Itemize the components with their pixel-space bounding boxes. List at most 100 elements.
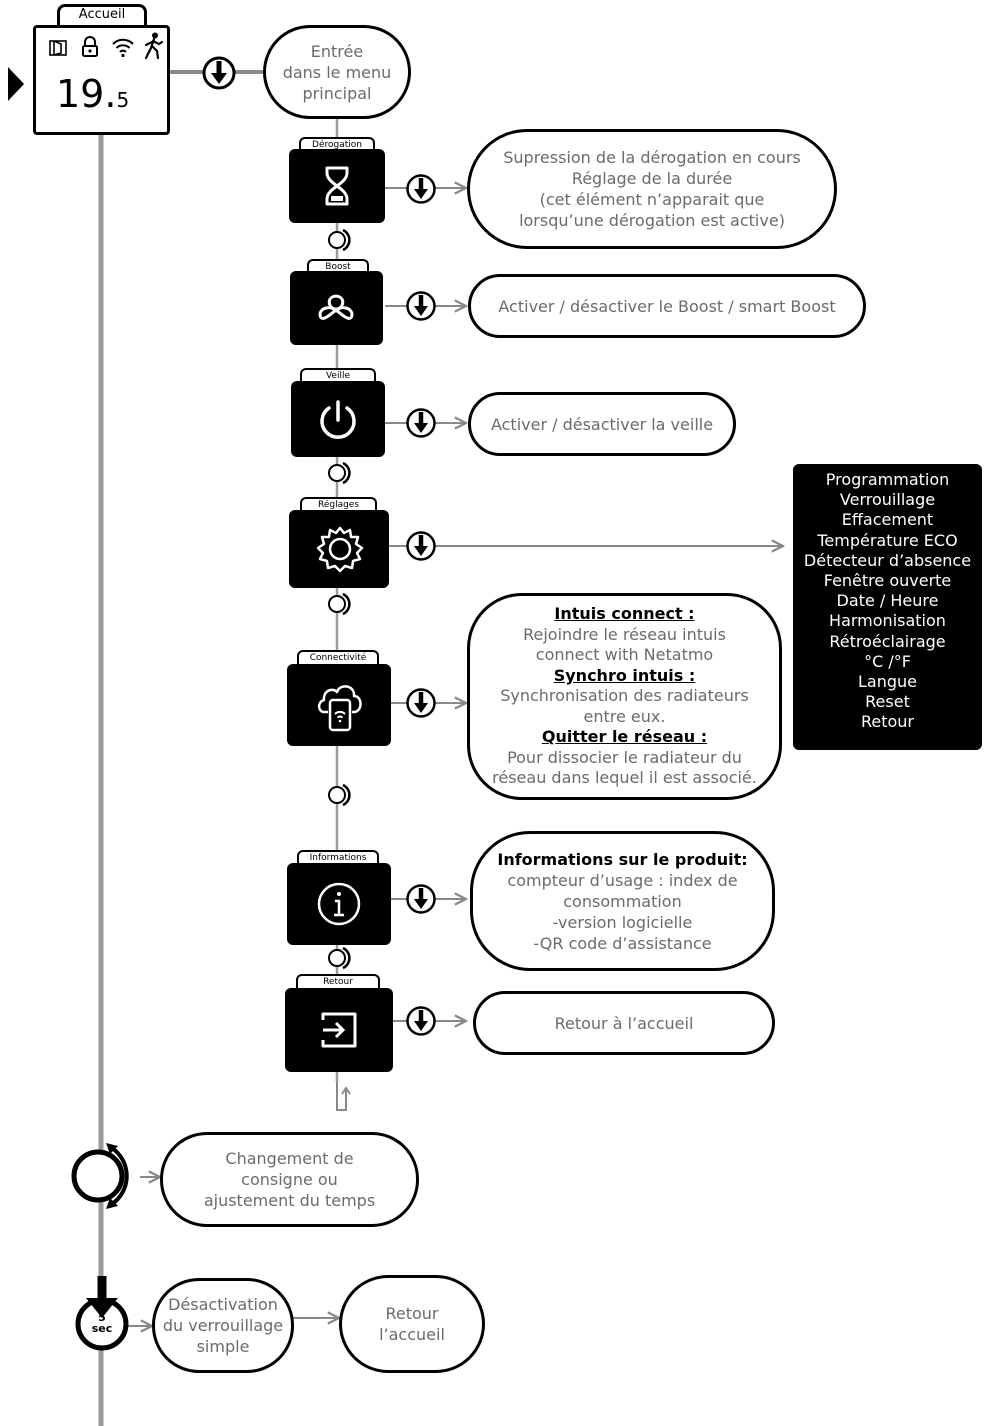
informations-line-1: compteur d’usage : index de (507, 870, 738, 890)
boost-block[interactable] (290, 271, 383, 345)
home-temperature: 19.5 (56, 72, 166, 122)
wifi-icon (112, 38, 134, 58)
veille-tab: Veille (300, 368, 376, 383)
settings-item: Reset (865, 692, 910, 712)
press-knob-icon (406, 174, 436, 204)
connect-line-4: entre eux. (583, 706, 666, 726)
rotate-knob-icon (71, 1143, 129, 1209)
home-screen[interactable]: 19.5 (33, 25, 170, 135)
temperature-decimal: 5 (116, 88, 130, 112)
derogation-tab: Dérogation (299, 137, 375, 151)
return-home-line-2: l’accueil (379, 1325, 445, 1344)
veille-block[interactable] (291, 381, 385, 457)
connect-heading-2: Synchro intuis : (553, 665, 696, 685)
informations-line-2: consommation (563, 891, 682, 911)
lock-deactivation-line-3: simple (196, 1337, 250, 1356)
consigne-line-3: ajustement du temps (203, 1191, 376, 1210)
derogation-tab-label: Dérogation (312, 140, 362, 150)
reglages-block[interactable] (289, 510, 389, 588)
derogation-line-3: (cet élément n’apparait que (539, 190, 765, 209)
retour-bubble: Retour à l’accueil (473, 991, 775, 1055)
connectivite-block[interactable] (287, 664, 391, 746)
settings-item: Effacement (841, 510, 934, 530)
presence-detector-icon (144, 32, 164, 60)
informations-line-3: -version logicielle (552, 912, 693, 932)
derogation-line-2: Réglage de la durée (571, 169, 733, 188)
press-knob-icon (406, 531, 436, 561)
exit-icon (321, 1012, 357, 1048)
settings-item: Langue (858, 672, 917, 692)
veille-line: Activer / désactiver la veille (490, 414, 714, 434)
rotate-knob-small-icon (328, 946, 351, 970)
settings-item: Rétroéclairage (829, 631, 946, 651)
retour-tab-label: Retour (323, 977, 353, 987)
connect-heading-3: Quitter le réseau : (541, 727, 708, 747)
connect-heading-1: Intuis connect : (554, 604, 695, 624)
lock-deactivation-bubble: Désactivation du verrouillage simple (152, 1278, 294, 1373)
lock-deactivation-line-2: du verrouillage (162, 1316, 284, 1335)
settings-item: Retour (860, 712, 915, 732)
power-icon (320, 400, 356, 439)
settings-item: Température ECO (817, 530, 958, 550)
derogation-line-1: Supression de la dérogation en cours (503, 148, 801, 167)
press-knob-icon (406, 884, 436, 914)
info-icon (317, 882, 361, 926)
reglages-tab: Réglages (300, 497, 377, 512)
settings-item: °C /°F (864, 651, 911, 671)
press-knob-icon (406, 688, 436, 718)
rotate-knob-small-icon (328, 592, 351, 616)
return-home-bubble: Retour l’accueil (339, 1275, 485, 1373)
connect-line-3: Synchronisation des radiateurs (500, 686, 749, 706)
derogation-bubble: Supression de la dérogation en cours Rég… (467, 129, 837, 249)
retour-block[interactable] (285, 988, 393, 1072)
return-loop-arrow (341, 1086, 351, 1095)
press-knob-icon (202, 56, 236, 90)
settings-list: Programmation Verrouillage Effacement Te… (793, 464, 982, 750)
connect-line-1: Rejoindre le réseau intuis (523, 624, 726, 644)
home-tab-label: Accueil (78, 7, 126, 22)
rotate-knob-small-icon (328, 783, 351, 807)
press-knob-icon (406, 291, 436, 321)
derogation-block[interactable] (289, 149, 385, 223)
consigne-bubble: Changement de consigne ou ajustement du … (160, 1132, 419, 1227)
boost-tab: Boost (307, 259, 369, 273)
rotate-knob-small-icon (328, 228, 351, 252)
connectivite-tab: Connectivité (297, 650, 379, 666)
main-menu-entry-line-1: Entrée (310, 41, 364, 61)
retour-line: Retour à l’accueil (554, 1013, 694, 1033)
connect-line-5: Pour dissocier le radiateur du (507, 747, 742, 767)
main-menu-entry-bubble: Entrée dans le menu principal (263, 25, 411, 119)
long-press-unit: sec (91, 1322, 113, 1335)
main-menu-entry-line-3: principal (302, 83, 372, 103)
press-knob-icon (406, 1006, 436, 1036)
informations-line-4: -QR code d’assistance (533, 933, 712, 953)
long-press-number: 5 (98, 1311, 106, 1324)
connect-line-2: connect with Netatmo (535, 645, 714, 665)
long-press-icon (75, 1276, 129, 1351)
informations-heading: Informations sur le produit: (497, 849, 748, 869)
home-tab: Accueil (57, 4, 147, 28)
lock-deactivation-line-1: Désactivation (168, 1295, 278, 1314)
gear-icon (316, 526, 364, 573)
settings-item: Fenêtre ouverte (823, 571, 952, 591)
hourglass-icon (325, 166, 349, 206)
temperature-main: 19. (56, 72, 117, 116)
settings-item: Harmonisation (829, 611, 946, 631)
cloud-phone-icon (317, 685, 362, 732)
window-open-icon (49, 40, 67, 56)
selection-pointer-icon (8, 67, 24, 101)
settings-item: Programmation (825, 470, 950, 489)
informations-tab-label: Informations (309, 853, 367, 863)
boost-line: Activer / désactiver le Boost / smart Bo… (498, 296, 836, 316)
boost-tab-label: Boost (325, 262, 351, 272)
derogation-line-4: lorsqu’une dérogation est active) (519, 211, 785, 230)
main-menu-entry-line-2: dans le menu (282, 62, 392, 82)
settings-item: Détecteur d’absence (803, 550, 972, 570)
return-home-line-1: Retour (385, 1304, 439, 1323)
return-loop-line (336, 1082, 347, 1111)
informations-block[interactable] (287, 863, 391, 945)
connect-line-6: réseau dans lequel il est associé. (492, 768, 757, 788)
rotate-knob-small-icon (328, 461, 351, 485)
fan-icon (318, 294, 354, 320)
